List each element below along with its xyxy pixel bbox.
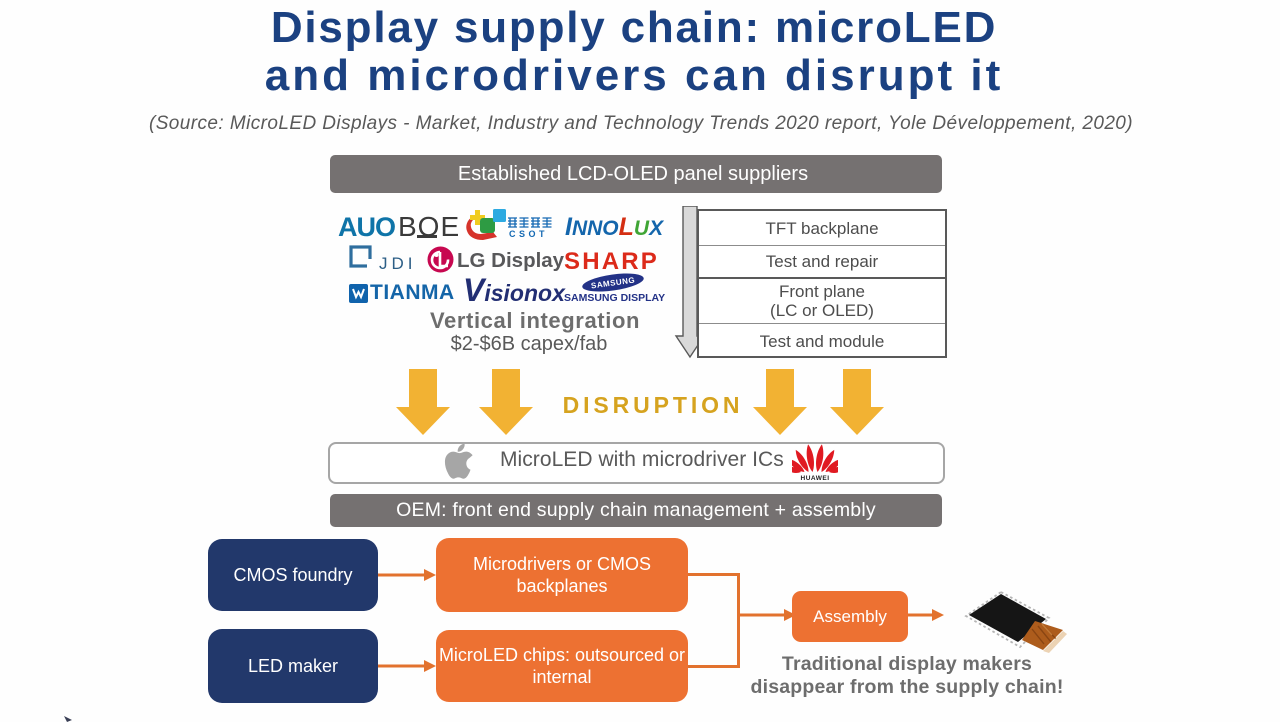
- svg-text:HUAWEI: HUAWEI: [801, 475, 830, 481]
